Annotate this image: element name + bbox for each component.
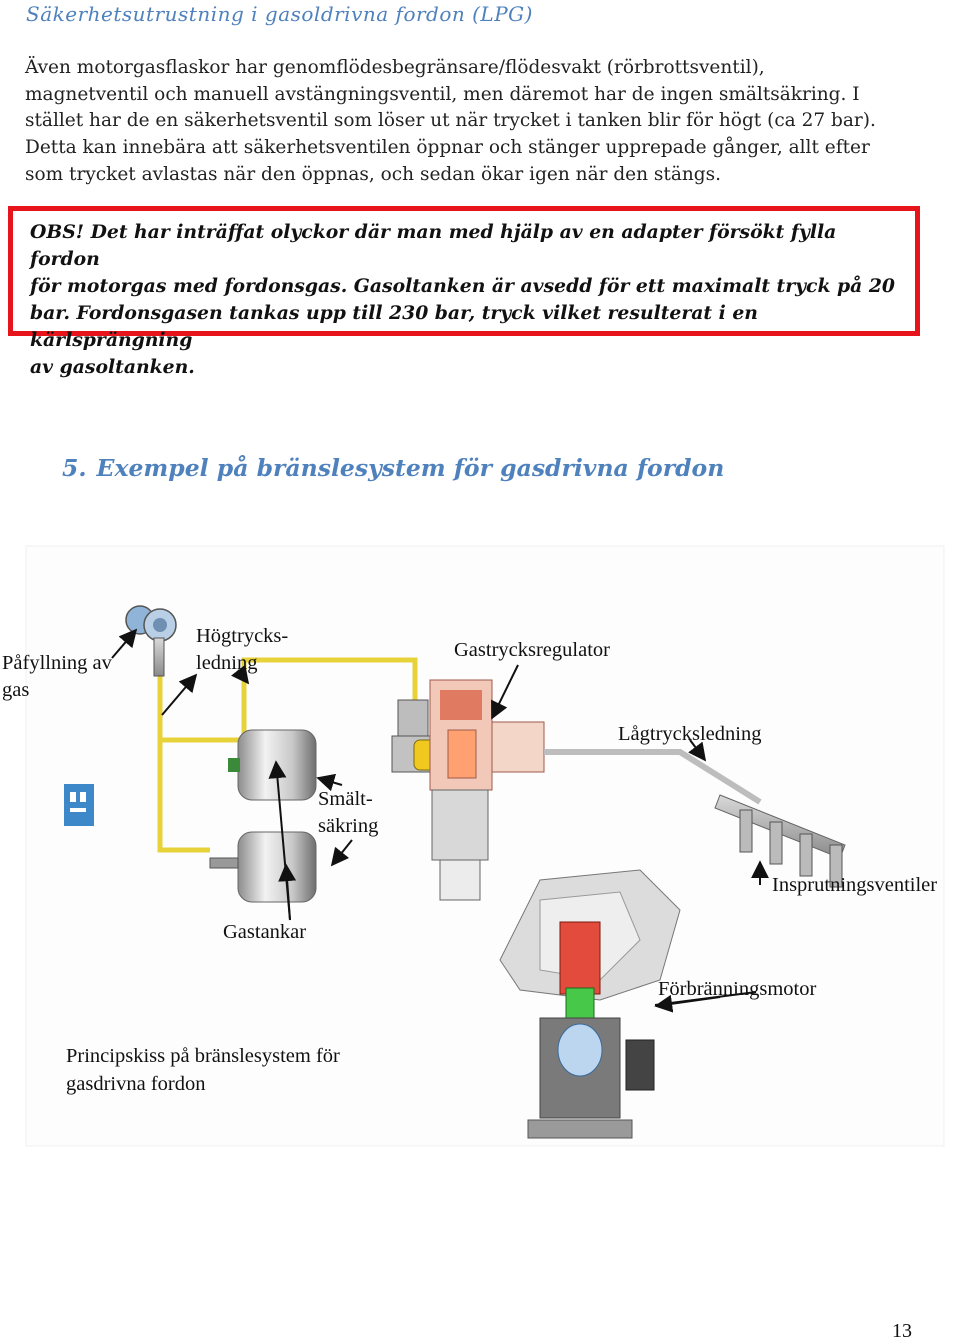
label-hp-line-line1: Högtrycks- — [196, 625, 289, 647]
section-title: Exempel på bränslesystem för gasdrivna f… — [96, 454, 725, 482]
label-regulator: Gastrycksregulator — [454, 639, 610, 661]
warning-line: OBS! Det har inträffat olyckor där man m… — [30, 221, 837, 270]
label-hp-line-line2: ledning — [196, 652, 258, 674]
label-tanks: Gastankar — [223, 921, 307, 943]
section-number: 5. — [62, 454, 87, 482]
warning-line: av gasoltanken. — [30, 356, 195, 378]
figure-caption: Principskiss på bränslesystem för gasdri… — [66, 1042, 340, 1098]
arrow-refill — [111, 628, 138, 659]
label-injectors: Insprutningsventiler — [772, 874, 938, 896]
arrow-engine — [654, 994, 721, 1013]
arrow-hp-line-right — [230, 664, 250, 685]
label-refill-line2: gas — [2, 679, 30, 701]
injector-rail — [714, 794, 846, 888]
label-lp-line: Lågtrycksledning — [618, 723, 762, 745]
intro-line: magnetventil och manuell avstängningsven… — [25, 83, 860, 105]
label-engine: Förbränningsmotor — [658, 978, 817, 1000]
arrow-tank-lower — [278, 863, 297, 921]
label-fuse-line1: Smält- — [318, 788, 373, 810]
arrow-lp-line — [688, 739, 707, 762]
filling-valve — [125, 605, 177, 677]
combustion-engine — [499, 869, 681, 1139]
warning-box: OBS! Det har inträffat olyckor där man m… — [8, 206, 920, 378]
gas-tank-upper — [228, 729, 317, 801]
arrow-hp-line-left — [161, 673, 198, 716]
arrow-regulator — [491, 664, 519, 720]
low-pressure-line — [544, 749, 762, 805]
label-refill: Påfyllning av gas — [2, 650, 112, 704]
label-fuse-line2: säkring — [318, 815, 379, 837]
label-refill-line1: Påfyllning av — [2, 652, 112, 674]
section-heading: 5. Exempel på bränslesystem för gasdrivna… — [62, 454, 724, 482]
warning-line: bar. Fordonsgasen tankas upp till 230 ba… — [30, 302, 758, 351]
warning-text: OBS! Det har inträffat olyckor där man m… — [30, 219, 910, 381]
intro-line: stället har de en säkerhetsventil som lö… — [25, 110, 876, 132]
warning-line: för motorgas med fordonsgas. Gasoltanken… — [30, 275, 895, 297]
label-hp-line: Högtrycks- ledning — [196, 623, 288, 677]
arrow-fuse-lower — [330, 839, 353, 867]
intro-line: Även motorgasflaskor har genomflödesbegr… — [25, 57, 765, 78]
running-header: Säkerhetsutrustning i gasoldrivna fordon… — [26, 2, 533, 26]
fuel-system-illustration — [25, 545, 945, 1147]
intro-line: Detta kan innebära att säkerhetsventilen… — [25, 137, 870, 159]
arrow-fuse-upper — [316, 773, 343, 792]
page-number: 13 — [892, 1320, 912, 1342]
gas-pressure-regulator — [391, 679, 545, 901]
info-sticker-icon — [64, 784, 94, 826]
label-fuse: Smält- säkring — [318, 786, 378, 840]
figure-caption-line2: gasdrivna fordon — [66, 1073, 206, 1095]
intro-line: som trycket avlastas när den öppnas, och… — [25, 163, 722, 185]
figure-caption-line1: Principskiss på bränslesystem för — [66, 1045, 340, 1067]
intro-paragraph: Även motorgasflaskor har genomflödesbegr… — [25, 55, 925, 189]
fuel-system-figure: Påfyllning av gas Högtrycks- ledning Gas… — [0, 540, 960, 1155]
gas-tank-lower — [209, 831, 317, 903]
